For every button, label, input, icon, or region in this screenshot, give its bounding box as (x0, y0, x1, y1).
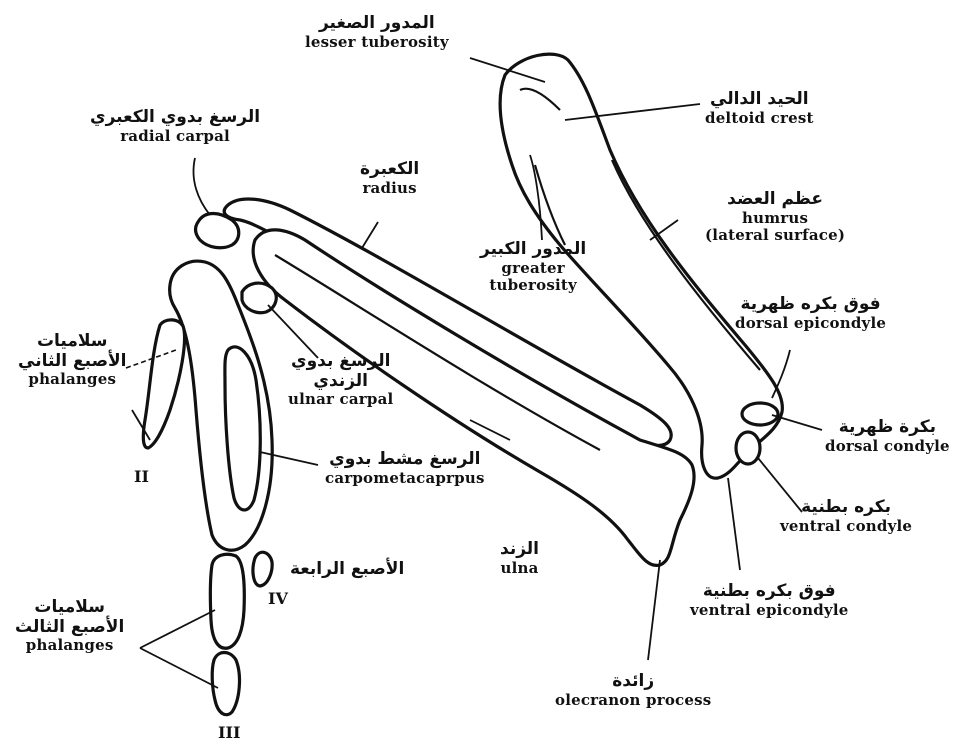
dorsal-condyle-en: dorsal condyle (825, 438, 950, 455)
label-ulna: الزند ulna (500, 540, 539, 577)
label-ulnar-carpal: الرسغ بدوي الزندي ulnar carpal (288, 352, 393, 408)
carpometacarpus-ar: الرسغ مشط بدوي (325, 450, 485, 470)
phalanges-digit2-ar: سلاميات (18, 332, 127, 352)
humerus-ar: عظم العضد (705, 190, 845, 210)
phalanges-digit2-ar2: الأصبع الثاني (18, 352, 127, 372)
label-digit3-numeral: III (218, 724, 240, 742)
lesser-tuberosity-en: lesser tuberosity (305, 34, 449, 51)
ventral-epicondyle-en: ventral epicondyle (690, 602, 848, 619)
digit4-ar: الأصبع الرابعة (290, 560, 404, 580)
ventral-condyle-en: ventral condyle (780, 518, 912, 535)
label-deltoid-crest: الحيد الدالي deltoid crest (705, 90, 814, 127)
ulnar-carpal-en: ulnar carpal (288, 391, 393, 408)
ulnar-carpal-ar: الرسغ بدوي (288, 352, 393, 372)
humerus-en2: (lateral surface) (705, 227, 845, 244)
label-dorsal-condyle: بكرة ظهرية dorsal condyle (825, 418, 950, 455)
digit-2-phalanx (143, 320, 184, 448)
label-digit2-numeral: II (134, 468, 149, 486)
label-ventral-condyle: بكره بطنية ventral condyle (780, 498, 912, 535)
lesser-tuberosity-ar: المدور الصغير (305, 14, 449, 34)
carpometacarpus-space (225, 347, 260, 510)
digit3-numeral: III (218, 724, 240, 742)
radius-en: radius (360, 180, 419, 197)
greater-tuberosity-ar: المدور الكبير (480, 240, 586, 260)
ulnar-carpal-ar2: الزندي (288, 372, 393, 392)
label-carpometacarpus: الرسغ مشط بدوي carpometacaprpus (325, 450, 485, 487)
deltoid-crest-en: deltoid crest (705, 110, 814, 127)
ulna-en: ulna (500, 560, 539, 577)
radial-carpal-bone (196, 214, 239, 248)
label-phalanges-digit2: سلاميات الأصبع الثاني phalanges (18, 332, 127, 388)
label-digit4: الأصبع الرابعة (290, 560, 404, 580)
radius-ar: الكعبرة (360, 160, 419, 180)
digit-4-bone (253, 552, 272, 586)
dorsal-epicondyle-en: dorsal epicondyle (735, 315, 886, 332)
label-radial-carpal: الرسغ بدوي الكعبري radial carpal (90, 108, 260, 145)
greater-tuberosity-en2: tuberosity (480, 277, 586, 294)
label-olecranon-process: زائدة olecranon process (555, 672, 711, 709)
olecranon-process-en: olecranon process (555, 692, 711, 709)
radial-carpal-ar: الرسغ بدوي الكعبري (90, 108, 260, 128)
label-phalanges-digit3: سلاميات الأصبع الثالث phalanges (15, 598, 124, 654)
olecranon-process-ar: زائدة (555, 672, 711, 692)
label-radius: الكعبرة radius (360, 160, 419, 197)
dorsal-condyle-shape (742, 403, 778, 425)
phalanges-digit3-en: phalanges (15, 637, 124, 654)
label-digit4-numeral: IV (268, 590, 288, 608)
radial-carpal-en: radial carpal (90, 128, 260, 145)
ventral-condyle-ar: بكره بطنية (780, 498, 912, 518)
phalanges-digit3-ar2: الأصبع الثالث (15, 618, 124, 638)
ventral-epicondyle-ar: فوق بكره بطنية (690, 582, 848, 602)
dorsal-condyle-ar: بكرة ظهرية (825, 418, 950, 438)
label-lesser-tuberosity: المدور الصغير lesser tuberosity (305, 14, 449, 51)
label-dorsal-epicondyle: فوق بكره ظهرية dorsal epicondyle (735, 295, 886, 332)
digit-3-phalanx-2 (212, 653, 239, 715)
digit-3-phalanx-1 (210, 554, 244, 648)
greater-tuberosity-en: greater (480, 260, 586, 277)
carpometacarpus-en: carpometacaprpus (325, 470, 485, 487)
humerus-en: humrus (705, 210, 845, 227)
label-ventral-epicondyle: فوق بكره بطنية ventral epicondyle (690, 582, 848, 619)
label-greater-tuberosity: المدور الكبير greater tuberosity (480, 240, 586, 294)
phalanges-digit2-en: phalanges (18, 371, 127, 388)
phalanges-digit3-ar: سلاميات (15, 598, 124, 618)
digit2-numeral: II (134, 468, 149, 486)
ventral-condyle-shape (736, 432, 760, 464)
digit4-numeral: IV (268, 590, 288, 608)
deltoid-crest-ar: الحيد الدالي (705, 90, 814, 110)
ulna-ar: الزند (500, 540, 539, 560)
dorsal-epicondyle-ar: فوق بكره ظهرية (735, 295, 886, 315)
label-humerus: عظم العضد humrus (lateral surface) (705, 190, 845, 244)
